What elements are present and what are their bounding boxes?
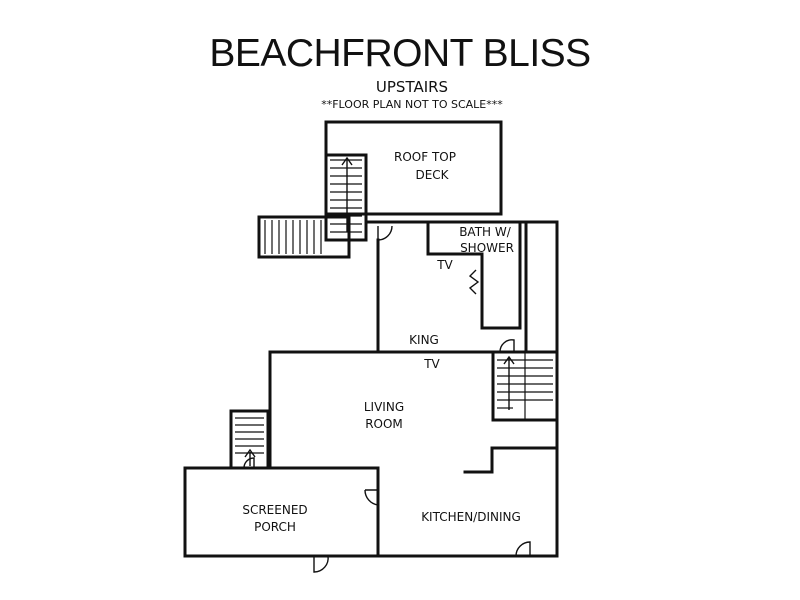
door-icon <box>243 457 255 469</box>
porch-label-2: PORCH <box>254 520 296 534</box>
bath-label-2: SHOWER <box>460 241 514 255</box>
landing-outline <box>257 215 351 259</box>
living-tv-label: TV <box>423 357 440 371</box>
roof-deck-label-1: ROOF TOP <box>394 150 456 164</box>
door-icon <box>515 541 531 557</box>
stair-arrows <box>244 156 515 466</box>
king-label: KING <box>409 333 439 347</box>
living-room-label-2: ROOM <box>365 417 403 431</box>
door-swings <box>243 225 531 573</box>
plan-title: BEACHFRONT BLISS <box>209 32 591 75</box>
bath-tv-label: TV <box>436 258 453 272</box>
door-icon <box>377 225 393 241</box>
kitchen-label: KITCHEN/DINING <box>421 510 521 524</box>
bath-label-1: BATH W/ <box>459 225 512 239</box>
porch-label-1: SCREENED <box>242 503 307 517</box>
living-room-label-1: LIVING <box>364 400 404 414</box>
upper-block-wall <box>364 220 559 450</box>
scale-note: **FLOOR PLAN NOT TO SCALE*** <box>321 98 503 111</box>
porch-stair-outline <box>229 409 270 470</box>
roof-deck-label-2: DECK <box>415 168 449 182</box>
door-icon <box>313 555 329 573</box>
porch-outline <box>183 466 380 558</box>
deck-stair-outline <box>324 153 368 242</box>
kitchen-wall <box>376 446 559 558</box>
bath-wall <box>426 220 522 330</box>
door-icon <box>364 489 379 506</box>
plan-subtitle: UPSTAIRS <box>375 78 449 96</box>
door-icon <box>499 339 515 353</box>
stair-treads <box>235 159 553 454</box>
